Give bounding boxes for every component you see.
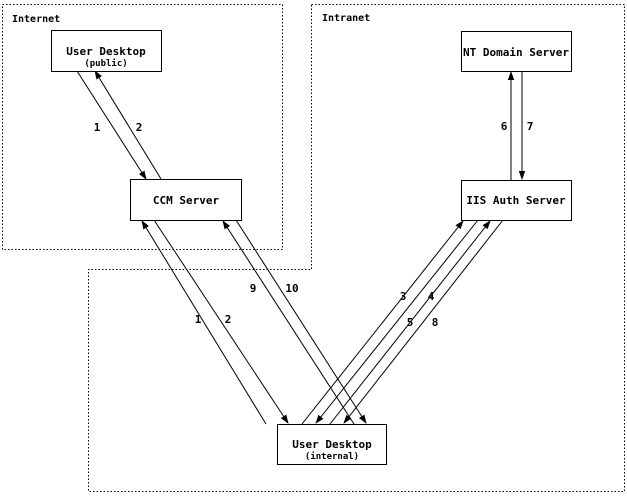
ccm-server-title: CCM Server: [153, 194, 220, 207]
node-user-desktop-internal: User Desktop (internal): [277, 424, 387, 465]
intranet-zone-label: Intranet: [322, 13, 370, 24]
edge-label-2-bottom: 2: [225, 313, 232, 326]
edge-label-8: 8: [432, 316, 439, 329]
user-desktop-public-subtitle: (public): [84, 58, 127, 69]
edge-9-internal-desktop-to-ccm: [222, 220, 355, 425]
node-nt-domain-server: NT Domain Server: [461, 31, 572, 72]
edge-label-1-bottom: 1: [195, 313, 202, 326]
nt-domain-server-box: [461, 31, 572, 72]
edge-8-iis-to-internal-desktop: [343, 219, 504, 424]
edge-label-5: 5: [407, 316, 414, 329]
user-desktop-internal-title: User Desktop: [292, 438, 372, 451]
edge-1-internal-desktop-to-ccm: [141, 220, 267, 425]
node-user-desktop-public: User Desktop (public): [51, 30, 162, 72]
edge-label-9: 9: [250, 282, 257, 295]
edge-1-public-desktop-to-ccm: [76, 70, 147, 180]
intranet-zone-boundary: [88, 4, 625, 492]
edge-label-10: 10: [285, 282, 298, 295]
edge-2-ccm-to-internal-desktop: [153, 219, 289, 424]
ccm-server-box: [130, 179, 242, 221]
user-desktop-internal-box: [277, 424, 387, 465]
edge-label-7: 7: [527, 120, 534, 133]
iis-auth-server-title: IIS Auth Server: [466, 194, 566, 207]
edge-2-ccm-to-public-desktop: [94, 70, 162, 180]
user-desktop-public-title: User Desktop: [66, 45, 146, 58]
edge-5-internal-desktop-to-iis: [329, 220, 491, 425]
edge-label-6: 6: [501, 120, 508, 133]
internet-zone-label: Internet: [12, 14, 60, 25]
internet-zone-boundary: [2, 4, 283, 250]
edge-10-ccm-to-internal-desktop: [235, 219, 367, 424]
iis-auth-server-box: [461, 180, 572, 221]
user-desktop-public-box: [51, 30, 162, 72]
edge-3-internal-desktop-to-iis: [301, 220, 464, 425]
edge-label-3: 3: [400, 290, 407, 303]
user-desktop-internal-subtitle: (internal): [305, 451, 359, 462]
nt-domain-server-title: NT Domain Server: [463, 46, 569, 59]
edge-label-1-top: 1: [94, 121, 101, 134]
edge-4-iis-to-internal-desktop: [315, 219, 479, 424]
node-ccm-server: CCM Server: [130, 179, 242, 221]
node-iis-auth-server: IIS Auth Server: [461, 180, 572, 221]
edge-label-2-top: 2: [136, 121, 143, 134]
edge-label-4: 4: [428, 290, 435, 303]
